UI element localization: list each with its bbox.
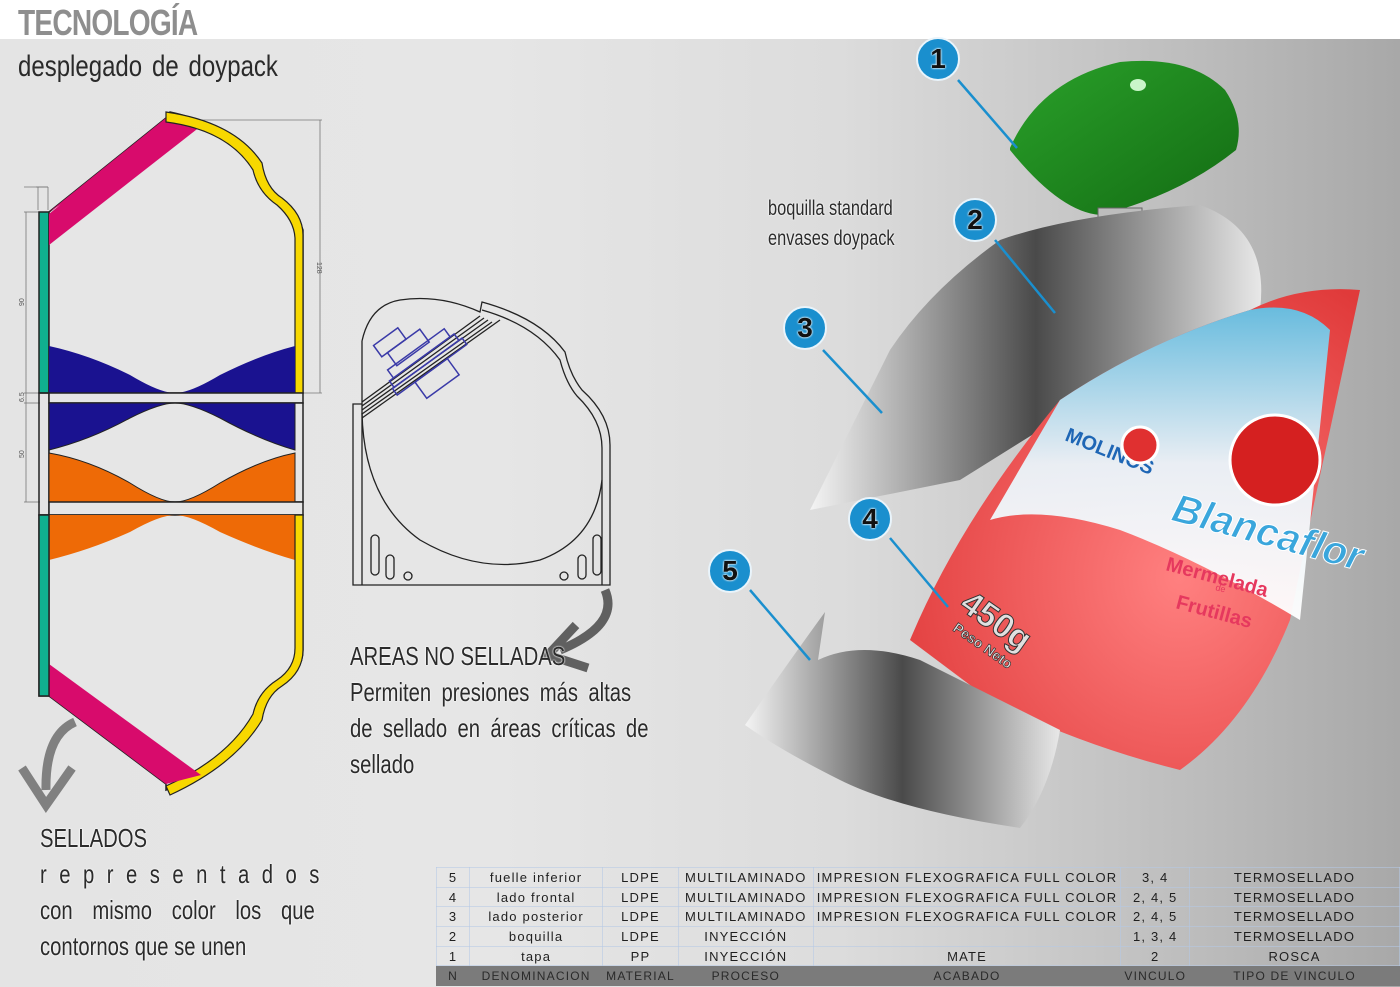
diagonal-seal-lower <box>49 664 201 784</box>
diagonal-seal-upper <box>49 118 201 245</box>
callout-1: 1 <box>916 37 960 81</box>
dim-90: 90 <box>19 298 26 306</box>
callout-leaders <box>749 79 1056 661</box>
arrow-sellados-icon <box>41 717 78 791</box>
note-areas-heading: AREAS NO SELLADAS <box>350 641 566 671</box>
bottom-gusset-render <box>745 612 1060 828</box>
note-sellados: SELLADOS representados con mismo color l… <box>40 820 332 964</box>
note-sellados-heading: SELLADOS <box>40 823 148 853</box>
svg-text:de: de <box>1214 582 1226 594</box>
callout-4: 4 <box>848 497 892 541</box>
side-seal-upper <box>38 211 50 394</box>
spout-sketch <box>372 326 468 400</box>
callout-2: 2 <box>953 198 997 242</box>
dim-128: 128 <box>315 262 322 274</box>
gusset-middle-blue <box>48 402 296 451</box>
dimension-lines <box>24 119 322 503</box>
arrow-areas-icon <box>558 588 613 655</box>
mascot-logo <box>1228 413 1322 507</box>
dim-6-5: 6.5 <box>19 392 26 402</box>
note-areas-no-selladas: AREAS NO SELLADAS Permiten presiones más… <box>350 638 648 782</box>
page-subtitle: desplegado de doypack <box>18 50 278 83</box>
gusset-lower-wedge <box>49 515 295 560</box>
cap-render <box>1010 60 1239 216</box>
callout-3: 3 <box>783 306 827 350</box>
page-title: TECNOLOGÍA <box>18 2 198 43</box>
doypack-side-profile-drawing <box>352 297 611 586</box>
gusset-upper-wedge <box>49 346 295 393</box>
back-panel-render <box>810 205 1262 510</box>
dim-50: 50 <box>19 450 26 458</box>
callout-5: 5 <box>708 549 752 593</box>
note-boquilla: boquilla standard envases doypack <box>768 197 895 250</box>
